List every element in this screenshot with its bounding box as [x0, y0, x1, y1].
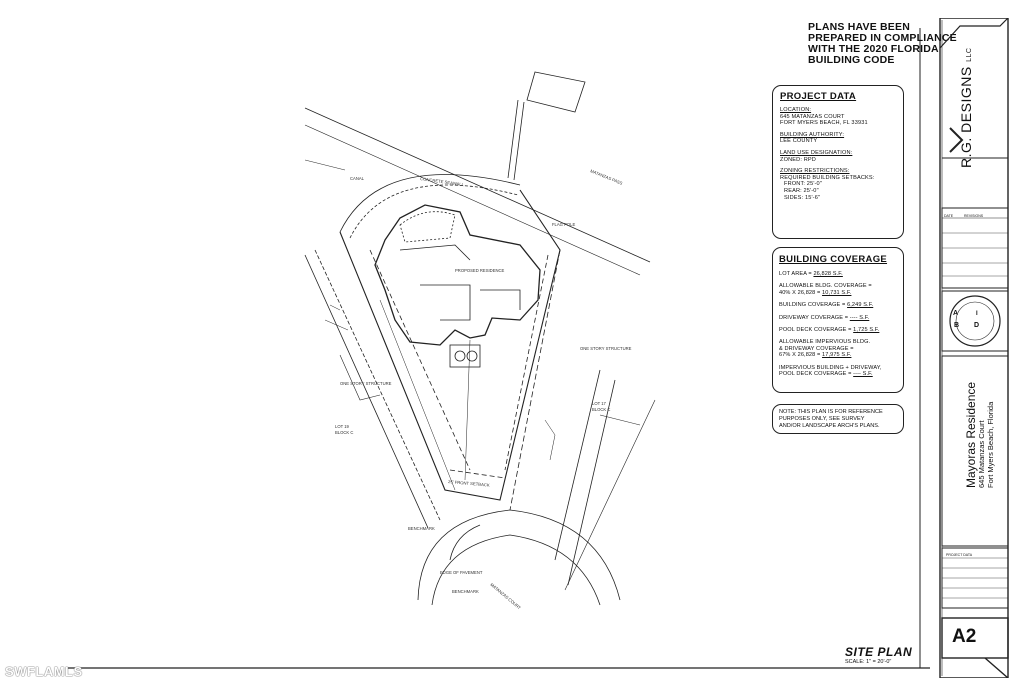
location-line-2: FORT MYERS BEACH, FL 33931 — [780, 120, 868, 127]
flag-label: FLAG POLE — [552, 222, 575, 227]
sheet-number: A2 — [952, 626, 977, 647]
zoning-label: ZONING RESTRICTIONS: — [780, 168, 850, 175]
one-story1-label: ONE STORY STRUCTURE — [340, 381, 392, 386]
title-block: R.G. DESIGNS LLC A I B D Mayoras Residen… — [930, 17, 1010, 679]
imperv-line-2: & DRIVEWAY COVERAGE = — [779, 345, 854, 352]
logo-letter-d: D — [974, 322, 980, 329]
note-line-1: NOTE: THIS PLAN IS FOR REFERENCE — [779, 409, 883, 415]
logo-right: I — [976, 311, 978, 317]
land-use-value: ZONED: RPD — [780, 156, 816, 163]
project-data-box: PROJECT DATA LOCATION: 645 MATANZAS COUR… — [772, 85, 904, 239]
building-value: 6,249 S.F. — [847, 302, 874, 309]
canal-label: CANAL — [350, 176, 365, 181]
imp-bld-line-1: IMPERVIOUS BUILDING + DRIVEWAY, — [779, 364, 882, 371]
firm-suffix: LLC — [966, 47, 973, 62]
project-data-label: PROJECT DATA — [946, 553, 973, 557]
imp-bld-line-2: POOL DECK COVERAGE = — [779, 371, 852, 378]
allow-value: 10,731 S.F. — [822, 289, 852, 296]
allow-line-1: ALLOWABLE BLDG. COVERAGE = — [779, 283, 872, 290]
edge-label: EDGE OF PAVEMENT — [440, 570, 483, 575]
lot19-label: LOT 19 — [335, 424, 350, 429]
watermark: SWFLAMLS — [5, 664, 83, 679]
front-setback: FRONT: 25'-0" — [784, 181, 822, 188]
coverage-title: BUILDING COVERAGE — [779, 254, 888, 265]
logo-letter-i: I — [976, 311, 978, 317]
concrete-label: CONCRETE SEAWALL — [420, 176, 465, 187]
bench1-label: BENCHMARK — [408, 526, 435, 531]
logo-letter-a: A — [953, 310, 959, 317]
land-use-label: LAND USE DESIGNATION: — [780, 149, 853, 156]
one-story2-label: ONE STORY STRUCTURE — [580, 346, 632, 351]
lot17-label: LOT 17 — [592, 401, 607, 406]
site-plan-title: SITE PLAN — [845, 645, 913, 659]
bench2-label: BENCHMARK — [452, 589, 479, 594]
note-box: NOTE: THIS PLAN IS FOR REFERENCE PURPOSE… — [772, 404, 904, 434]
project-address-2: Fort Myers Beach, Florida — [986, 401, 995, 488]
logo-letter-b: B — [954, 322, 960, 329]
date-label: DATE — [944, 214, 954, 218]
block-c1-label: BLOCK C — [335, 430, 353, 435]
driveway-value: ---- S.F. — [849, 314, 870, 321]
logo-bottom-left: B — [954, 322, 959, 329]
zoning-line: REQUIRED BUILDING SETBACKS: — [780, 174, 875, 181]
revisions-label: REVISIONS — [964, 214, 984, 218]
logo-bottom-right: D — [974, 322, 979, 329]
pass-label: MATANZAS PASS — [590, 168, 624, 186]
imp-bld-value: ---- S.F. — [853, 371, 873, 378]
lot-area-value: 26,828 S.F. — [813, 271, 843, 277]
building-label: BUILDING COVERAGE = — [779, 302, 846, 309]
compliance-note: PLANS HAVE BEEN PREPARED IN COMPLIANCE W… — [808, 21, 957, 66]
location-label: LOCATION: — [780, 107, 812, 113]
rear-setback: REAR: 25'-0" — [784, 187, 819, 194]
side-setback: SIDES: 15'-6" — [784, 194, 821, 201]
building-coverage-box: BUILDING COVERAGE LOT AREA = 26,828 S.F.… — [772, 247, 904, 393]
project-name: Mayoras Residence — [964, 381, 978, 488]
imperv-line-3: 67% X 26,828 = — [779, 352, 821, 359]
logo-top: A — [953, 310, 958, 317]
project-data-title: PROJECT DATA — [780, 91, 857, 102]
project-address-1: 645 Matanzas Court — [977, 420, 986, 488]
authority-value: LEE COUNTY — [780, 138, 818, 145]
imperv-line-1: ALLOWABLE IMPERVIOUS BLDG. — [779, 339, 871, 346]
firm-name: R.G. DESIGNS — [958, 66, 974, 168]
allow-line-2: 40% X 26,828 = — [779, 289, 821, 296]
imperv-value: 17,975 S.F. — [822, 352, 852, 359]
note-line-3: AND/OR LANDSCAPE ARCH'S PLANS. — [779, 423, 880, 429]
note-line-2: PURPOSES ONLY, SEE SURVEY — [779, 416, 865, 422]
driveway-label: DRIVEWAY COVERAGE = — [779, 314, 849, 321]
proposed-label: PROPOSED RESIDENCE — [455, 268, 505, 273]
pool-value: 1,725 S.F. — [853, 327, 880, 334]
location-line-1: 645 MATANZAS COURT — [780, 113, 845, 120]
scale-label: SCALE: 1" = 20'-0" — [845, 659, 892, 665]
court-label: MATANZAS COURT — [489, 582, 522, 611]
pool-label: POOL DECK COVERAGE = — [779, 327, 852, 334]
authority-label: BUILDING AUTHORITY: — [780, 131, 845, 138]
lot-area-label: LOT AREA = — [779, 271, 812, 277]
front-setback-label: 25' FRONT SETBACK — [448, 479, 490, 488]
block-c2-label: BLOCK C — [592, 407, 610, 412]
